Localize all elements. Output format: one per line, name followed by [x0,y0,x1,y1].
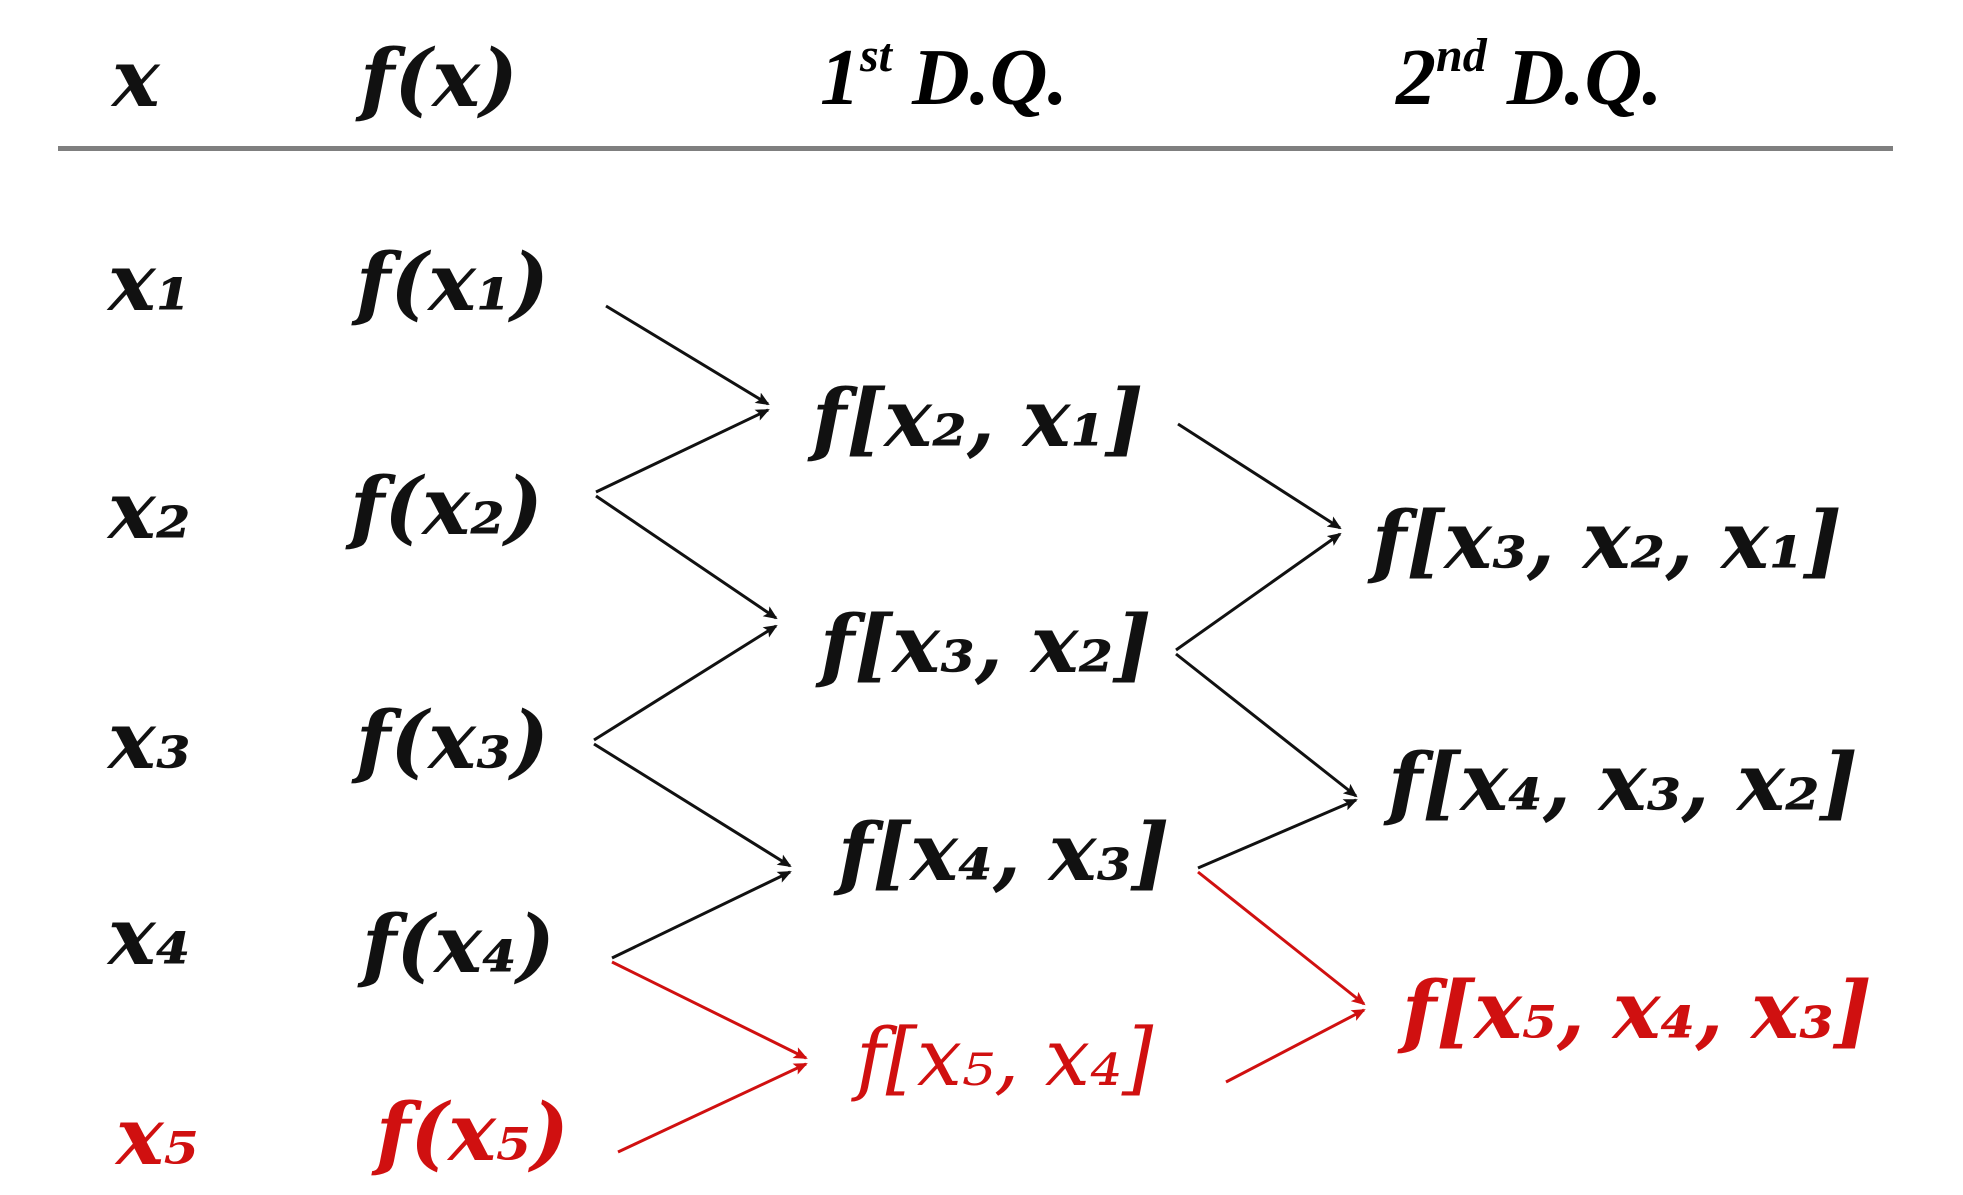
header-first-dq-label: D.Q. [892,34,1068,122]
fx-value-3: f(x₃) [356,693,549,787]
header-first-dq-suffix: st [860,29,893,82]
fx-value-4: f(x₄) [362,897,555,991]
x-value-2: x₂ [108,463,191,557]
x-value-1: x₁ [108,235,191,329]
arrow-fx3-to-dq3 [593,742,792,868]
arrow-fx4-to-dq4 [611,960,808,1060]
arrow-fx4-to-dq3 [611,870,792,960]
x-value-4: x₄ [108,889,191,983]
arrow-dq1-to-ddq1 [1177,422,1342,530]
first-dq-1: f[x₂, x₁] [812,371,1144,465]
header-second-dq-suffix: nd [1436,29,1487,82]
header-second-dq-ordinal: 2 [1396,34,1436,122]
arrow-fx2-to-dq1 [595,408,770,494]
arrow-fx2-to-dq2 [595,494,778,620]
header-x: x [112,31,160,125]
arrow-dq2-to-ddq1 [1175,532,1342,652]
second-dq-2: f[x₄, x₃, x₂] [1388,735,1858,829]
second-dq-1: f[x₃, x₂, x₁] [1372,493,1842,587]
first-dq-4: f[x₅, x₄] [856,1011,1154,1104]
fx-value-1: f(x₁) [356,235,549,329]
arrow-dq3-to-ddq3 [1197,870,1366,1006]
header-divider [58,146,1893,151]
x-value-3: x₃ [108,693,191,787]
arrow-dq3-to-ddq2 [1197,798,1358,870]
first-dq-2: f[x₃, x₂] [820,597,1152,691]
arrow-fx1-to-dq1 [605,304,770,406]
fx-value-2: f(x₂) [350,459,543,553]
arrow-fx5-to-dq4 [617,1062,808,1154]
second-dq-3: f[x₅, x₄, x₃] [1402,963,1872,1057]
header-first-dq-ordinal: 1 [820,34,860,122]
header-fx: f(x) [360,31,518,125]
fx-value-5: f(x₅) [376,1085,569,1179]
arrow-dq4-to-ddq3 [1225,1008,1366,1084]
header-second-dq-label: D.Q. [1486,34,1663,122]
header-second-dq: 2nd D.Q. [1396,32,1662,119]
header-first-dq: 1st D.Q. [820,32,1068,119]
first-dq-3: f[x₄, x₃] [838,805,1170,899]
arrow-fx3-to-dq2 [593,624,778,742]
x-value-5: x₅ [116,1089,199,1183]
arrow-dq2-to-ddq2 [1175,652,1358,798]
